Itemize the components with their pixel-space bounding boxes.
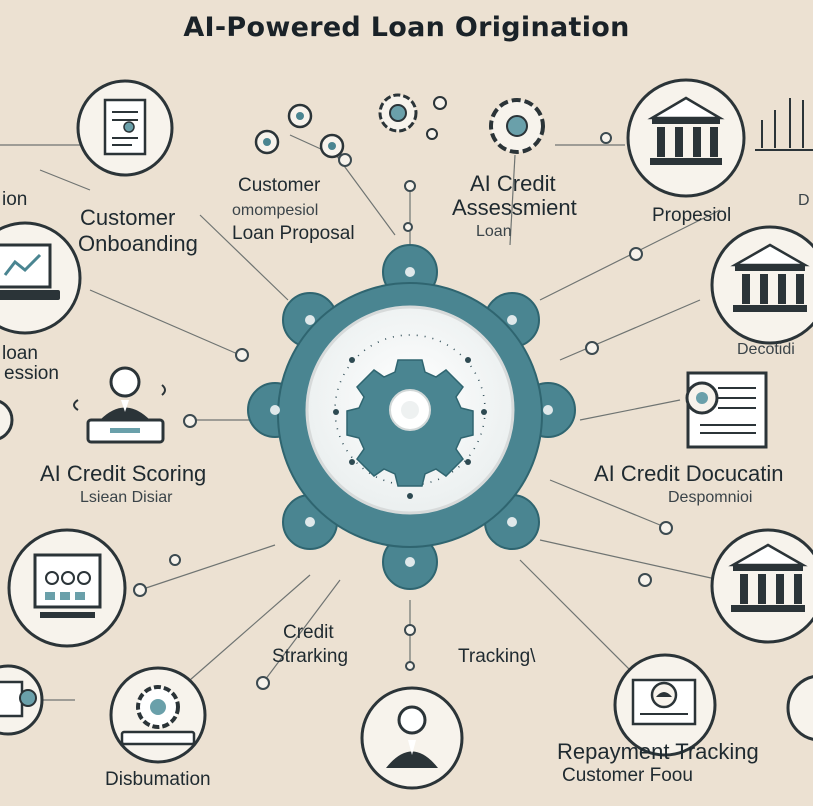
disbursement-gear-icon [109,666,207,764]
label-proposal-right: Propesiol [652,205,732,226]
laptop-chart-icon [0,221,82,335]
label-decision-right: Decotidi [737,341,795,358]
connector-docs-right [549,479,661,526]
gear-icon [378,93,447,140]
label-customer-center-3: Loan Proposal [232,223,355,244]
label-customer-center-1: Customer [238,175,321,196]
connector-dashboard [139,544,276,591]
dashboard-icon [7,528,127,648]
repayment-tracking-icon [613,653,717,757]
label-edge-top-right: D [798,192,810,209]
label-ai-credit-assessment-1: AI Credit [470,171,556,196]
connector-bank-bottom [539,539,721,581]
label-edge-top-left: ion [2,189,28,210]
bank-icon-2 [710,225,813,345]
connector-laptop [89,289,241,356]
label-customer-onboarding-1: Customer [80,205,176,230]
connectors [0,134,721,701]
connector-onboarding [199,214,289,301]
diagram-title: AI-Powered Loan Origination [183,12,630,43]
bank-icon [626,78,746,198]
document-icon [76,79,174,177]
assessment-gear-icon [489,98,545,154]
label-ai-credit-assessment-3: Loan [476,223,512,240]
label-ai-credit-scoring-sub: Lsiean Disiar [80,489,173,506]
person-icon [360,686,464,790]
partial-node-left [0,400,14,440]
connector-right-doc [579,399,681,421]
connector-disbursement [189,574,311,681]
analytics-icon [0,664,44,736]
label-loan-session-2: ession [4,363,59,384]
connector-repayment [519,559,641,681]
businessman-icon [73,366,166,444]
label-tracking: Tracking\ [458,646,536,667]
connector-onboarding-left [39,169,91,191]
label-customer-center-2: omompesiol [232,202,319,219]
partial-node-right [786,675,813,741]
label-ai-credit-assessment-2: Assessmient [452,195,577,220]
label-credit-starking-2: Strarking [272,646,349,667]
connector-person [264,579,341,681]
label-credit-starking-1: Credit [283,622,334,643]
report-icon [685,371,768,449]
label-disbursement: Disbumation [105,769,211,790]
label-customer-foo: Customer Foou [562,765,693,786]
connector-assessment [509,154,516,246]
bank-icon-3 [710,528,813,644]
label-despomnion: Despomnioi [668,489,753,506]
label-ai-credit-documentation: AI Credit Docucatin [594,461,784,486]
connector-right-mid [559,299,701,361]
label-customer-onboarding-2: Onboanding [78,231,198,256]
label-loan-session-1: loan [2,343,38,364]
label-repayment-tracking: Repayment Tracking [557,739,759,764]
central-hub [247,244,576,590]
bar-chart-icon [755,98,813,151]
label-ai-credit-scoring: AI Credit Scoring [40,461,207,486]
